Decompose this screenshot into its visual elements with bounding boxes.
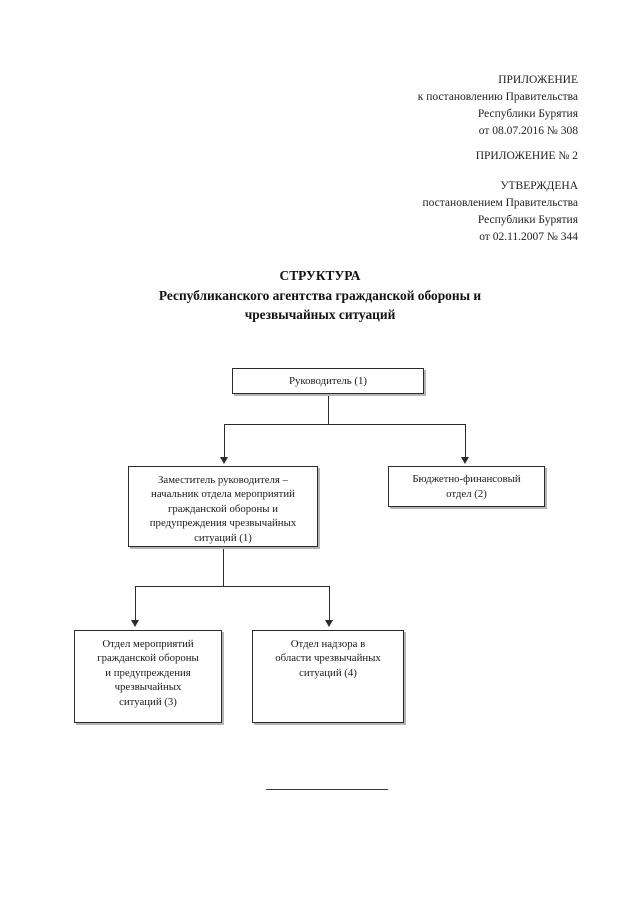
connector-deputy-to-dept-go xyxy=(135,586,136,622)
approval-line: Республики Бурятия xyxy=(477,214,578,226)
approval-line: от 08.07.2016 № 308 xyxy=(478,125,578,137)
page-title: СТРУКТУРА Республиканского агентства гра… xyxy=(0,266,640,325)
approval-line: ПРИЛОЖЕНИЕ № 2 xyxy=(475,150,578,162)
org-node-line: чрезвычайных xyxy=(114,681,182,694)
org-node-line: Заместитель руководителя – xyxy=(158,474,288,486)
org-node-line: гражданской обороны и xyxy=(167,502,279,515)
footer-divider xyxy=(266,789,388,790)
org-node-deputy-head[interactable]: Заместитель руководителя – начальник отд… xyxy=(128,466,318,547)
approval-line: от 02.11.2007 № 344 xyxy=(479,231,578,243)
page-title-line: Республиканского агентства гражданской о… xyxy=(158,287,482,303)
connector-head-stem xyxy=(328,394,329,424)
org-node-line: ситуаций (4) xyxy=(299,666,357,679)
approval-block-appendix-number: ПРИЛОЖЕНИЕ № 2 xyxy=(476,148,578,165)
org-node-line: Отдел надзора в xyxy=(290,638,366,650)
arrow-down-icon xyxy=(461,457,469,464)
org-node-line: Бюджетно-финансовый xyxy=(412,473,521,486)
org-node-line: предупреждения чрезвычайных xyxy=(149,517,297,530)
connector-head-to-deputy xyxy=(224,424,225,459)
org-node-head[interactable]: Руководитель (1) xyxy=(232,368,424,394)
connector-head-bar xyxy=(224,424,465,425)
approval-line: к постановлению Правительства xyxy=(417,91,578,103)
org-node-line: гражданской обороны xyxy=(97,652,199,665)
page-title-line: чрезвычайных ситуаций xyxy=(244,307,396,322)
org-node-line: области чрезвычайных xyxy=(275,652,381,665)
approval-block-appendix: ПРИЛОЖЕНИЕ к постановлению Правительства… xyxy=(418,72,578,140)
approval-line: УТВЕРЖДЕНА xyxy=(500,180,578,192)
approval-block-approved-by: УТВЕРЖДЕНА постановлением Правительства … xyxy=(422,178,578,246)
org-node-line: ситуаций (1) xyxy=(194,531,252,544)
org-node-line: ситуаций (3) xyxy=(119,695,177,708)
arrow-down-icon xyxy=(131,620,139,627)
org-node-line: начальник отдела мероприятий xyxy=(151,488,295,501)
connector-deputy-bar xyxy=(135,586,329,587)
page-title-line: СТРУКТУРА xyxy=(279,268,361,283)
connector-deputy-to-dept-supervision xyxy=(329,586,330,622)
arrow-down-icon xyxy=(220,457,228,464)
org-node-supervision-department[interactable]: Отдел надзора в области чрезвычайных сит… xyxy=(252,630,404,723)
approval-line: постановлением Правительства xyxy=(422,197,578,209)
org-node-line: отдел (2) xyxy=(446,487,487,500)
org-node-line: Руководитель (1) xyxy=(289,374,367,387)
arrow-down-icon xyxy=(325,620,333,627)
approval-line: ПРИЛОЖЕНИЕ xyxy=(498,74,578,86)
org-node-line: Отдел мероприятий xyxy=(102,638,194,650)
connector-deputy-stem xyxy=(223,547,224,586)
connector-head-to-finance xyxy=(465,424,466,459)
org-node-budget-finance-department[interactable]: Бюджетно-финансовый отдел (2) xyxy=(388,466,545,507)
approval-line: Республики Бурятия xyxy=(477,108,578,120)
org-node-line: и предупреждения xyxy=(105,666,191,679)
org-node-civil-defence-department[interactable]: Отдел мероприятий гражданской обороны и … xyxy=(74,630,222,723)
